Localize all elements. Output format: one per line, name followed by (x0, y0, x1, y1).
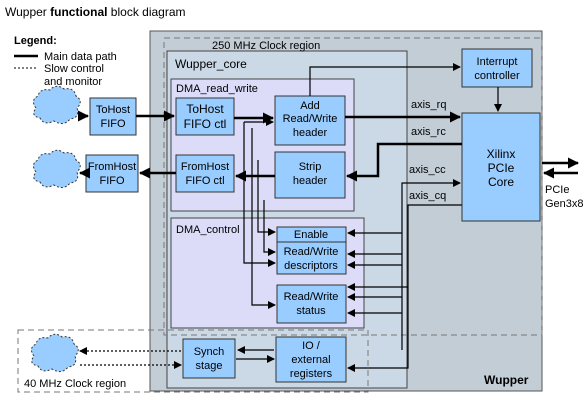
svg-text:Core: Core (488, 175, 514, 189)
svg-text:FromHost: FromHost (181, 161, 229, 173)
svg-text:FromHost: FromHost (88, 161, 136, 173)
clock-region-40-label: 40 MHz Clock region (24, 378, 126, 390)
dma-control-label: DMA_control (176, 224, 240, 236)
svg-text:PCIe: PCIe (488, 161, 515, 175)
svg-text:descriptors: descriptors (284, 260, 338, 272)
synch-stage-block: Synch stage (182, 338, 236, 379)
add-read-write-header-block: Add Read/Write header (274, 95, 346, 146)
tohost-fifo-block: ToHost FIFO (89, 97, 137, 136)
axis-rq-label: axis_rq (411, 99, 446, 111)
svg-text:controller: controller (474, 70, 520, 82)
svg-text:Read/Write: Read/Write (284, 246, 339, 258)
clock-region-40 (17, 329, 369, 393)
axis-rc-label: axis_rc (411, 126, 446, 138)
svg-text:FIFO ctl: FIFO ctl (184, 117, 227, 131)
svg-text:FIFO: FIFO (100, 118, 125, 130)
wupper-core-label: Wupper_core (175, 57, 247, 71)
svg-text:ToHost: ToHost (186, 102, 224, 116)
fromhost-cloud (32, 149, 81, 189)
pcie-label-line2: Gen3x8 (545, 198, 584, 210)
read-write-descriptors-block: Read/Write descriptors (276, 241, 347, 275)
svg-text:Synch: Synch (194, 346, 225, 358)
axis-cq-label: axis_cq (409, 190, 446, 202)
read-write-status-block: Read/Write status (276, 284, 347, 324)
svg-text:Xilinx: Xilinx (487, 147, 516, 161)
svg-text:external: external (291, 354, 330, 366)
legend-slow-label-2: and monitor (44, 76, 102, 88)
axis-cc-label: axis_cc (409, 164, 446, 176)
svg-text:IO /: IO / (302, 340, 321, 352)
fromhost-fifo-block: FromHost FIFO (85, 154, 139, 193)
page-title: Wupper functional block diagram (5, 5, 186, 19)
legend-slow-label-1: Slow control (44, 63, 104, 75)
slow-control-cloud (30, 333, 79, 373)
svg-text:registers: registers (290, 368, 333, 380)
svg-text:FIFO: FIFO (99, 175, 124, 187)
svg-text:stage: stage (196, 360, 223, 372)
interrupt-controller-block: Interrupt controller (461, 48, 533, 88)
legend-heading: Legend: (14, 35, 57, 47)
svg-text:status: status (296, 305, 326, 317)
clock-region-250-label: 250 MHz Clock region (212, 40, 320, 52)
svg-text:header: header (293, 175, 328, 187)
tohost-fifo-ctl-block: ToHost FIFO ctl (175, 97, 235, 136)
svg-text:Add: Add (300, 100, 320, 112)
svg-text:Interrupt: Interrupt (477, 56, 518, 68)
clock-region-250 (163, 37, 543, 336)
svg-text:ToHost: ToHost (96, 104, 130, 116)
wupper-label: Wupper (484, 373, 529, 387)
svg-text:header: header (293, 127, 328, 139)
io-external-registers-block: IO / external registers (275, 336, 347, 383)
svg-text:Read/Write: Read/Write (283, 113, 338, 125)
svg-text:Strip: Strip (299, 161, 322, 173)
fromhost-fifo-ctl-block: FromHost FIFO ctl (175, 154, 235, 193)
enable-block: Enable (276, 226, 347, 243)
pcie-label-line1: PCIe (545, 184, 569, 196)
svg-text:Read/Write: Read/Write (284, 291, 339, 303)
tohost-cloud (32, 85, 81, 125)
legend-main-label: Main data path (44, 51, 117, 63)
xilinx-pcie-core-block: Xilinx PCIe Core (461, 112, 541, 222)
dma-read-write-label: DMA_read_write (176, 83, 258, 95)
svg-text:Enable: Enable (294, 229, 328, 241)
svg-text:FIFO ctl: FIFO ctl (185, 175, 224, 187)
control-paths (236, 63, 502, 372)
strip-header-block: Strip header (274, 151, 346, 199)
slow-control-paths (79, 347, 182, 369)
